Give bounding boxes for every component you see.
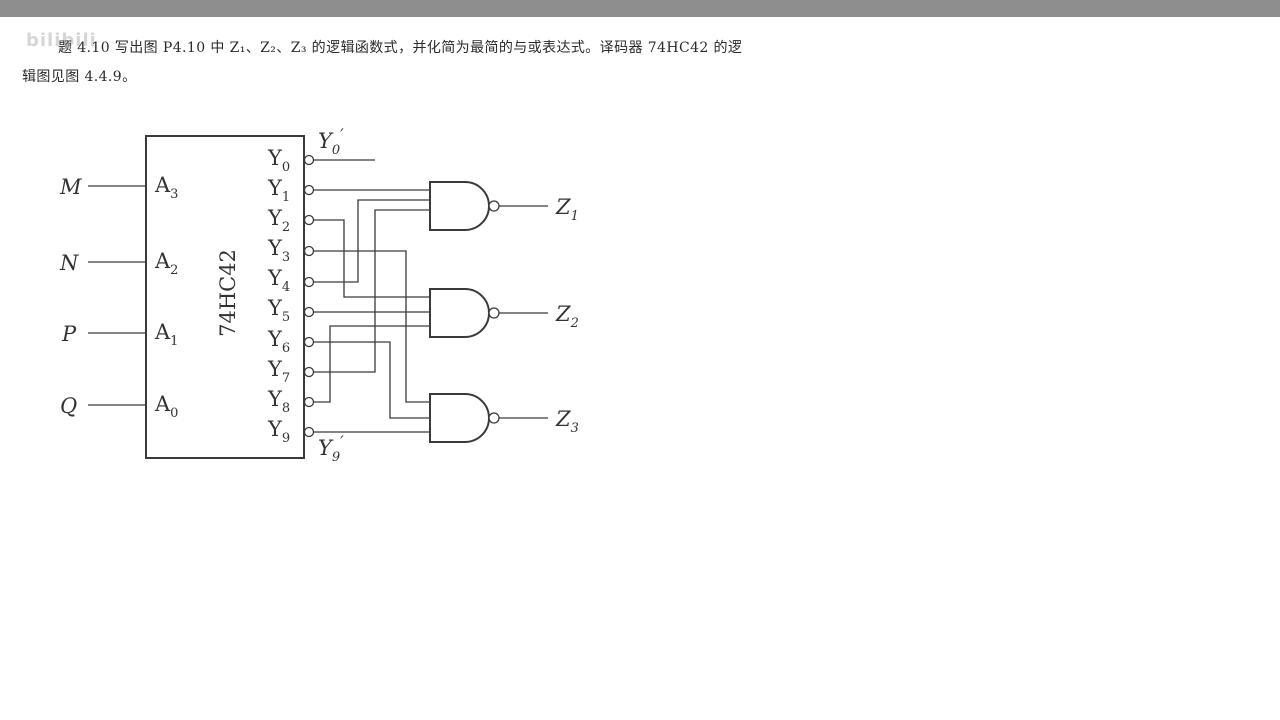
- nand-gate-3: [429, 393, 548, 443]
- wire-y6: [314, 341, 430, 419]
- bubble-y6: [303, 336, 315, 348]
- problem-line-1: 题 4.10 写出图 P4.10 中 Z₁、Z₂、Z₃ 的逻辑函数式，并化简为最…: [58, 40, 743, 56]
- pin-y8-label: Y8: [267, 387, 290, 416]
- bubble-y4: [303, 276, 315, 288]
- pin-a2-label: A2: [154, 249, 178, 278]
- pin-y4-label: Y4: [267, 266, 290, 295]
- nand-gate-1: [429, 181, 548, 231]
- pin-y5-label: Y5: [267, 296, 290, 325]
- pin-y3-label: Y3: [267, 236, 290, 265]
- pin-y0-label: Y0: [267, 146, 290, 175]
- bubble-y5: [303, 306, 315, 318]
- bubble-y0: [303, 154, 315, 166]
- y0-prime-label: Y0′: [318, 125, 344, 158]
- bubble-y2: [303, 214, 315, 226]
- output-z3-label: Z3: [555, 407, 579, 436]
- wire-y7: [314, 209, 430, 373]
- wire-y8: [314, 325, 430, 403]
- pin-a1-label: A1: [154, 320, 178, 349]
- y9-prime-label: Y9′: [318, 432, 344, 465]
- pin-y1-label: Y1: [267, 176, 290, 205]
- pin-y7-label: Y7: [267, 357, 290, 386]
- bilibili-watermark: bilibili: [26, 30, 97, 51]
- wire-y4: [314, 199, 430, 283]
- problem-statement: 题 4.10 写出图 P4.10 中 Z₁、Z₂、Z₃ 的逻辑函数式，并化简为最…: [22, 34, 902, 92]
- bubble-y7: [303, 366, 315, 378]
- pin-y9-label: Y9: [267, 417, 290, 446]
- input-signal-n: N: [59, 251, 79, 275]
- wire-y2: [314, 219, 430, 298]
- gate-input-wiring: [314, 189, 430, 433]
- problem-line-2: 辑图见图 4.4.9。: [22, 69, 137, 85]
- bubble-y8: [303, 396, 315, 408]
- input-signal-p: P: [61, 322, 77, 346]
- input-signal-q: Q: [60, 394, 77, 418]
- chip-name-label: 74HC42: [216, 249, 240, 337]
- pin-a3-label: A3: [154, 173, 178, 202]
- pin-y6-label: Y6: [267, 327, 290, 356]
- input-signal-m: M: [59, 175, 82, 199]
- bubble-y9: [303, 426, 315, 438]
- bubble-y3: [303, 245, 315, 257]
- top-bar: [0, 0, 1280, 17]
- bubble-y1: [303, 184, 315, 196]
- pin-y2-label: Y2: [267, 206, 290, 235]
- nand-gate-2: [429, 288, 548, 338]
- output-inversion-bubbles: [303, 154, 315, 438]
- pin-a0-label: A0: [154, 392, 178, 421]
- output-z1-label: Z1: [555, 195, 579, 224]
- decoder-chip: [145, 135, 305, 459]
- output-z2-label: Z2: [555, 302, 579, 331]
